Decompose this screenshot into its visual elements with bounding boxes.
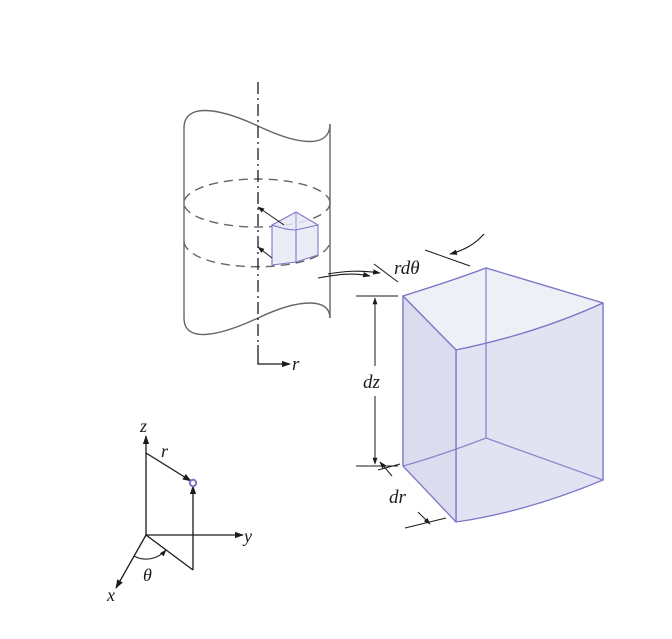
point-marker	[188, 478, 198, 488]
cylinder-bottom-edge	[183, 302, 331, 336]
theta-label: θ	[143, 565, 152, 585]
cylinder-top-edge	[183, 109, 331, 143]
small-element	[271, 211, 319, 266]
r-direction-arrow	[257, 345, 291, 368]
theta-arc	[133, 549, 167, 560]
axis-y-label: y	[242, 526, 252, 546]
axis-z-label: z	[139, 416, 147, 436]
r-vector	[145, 452, 192, 482]
radial-line-lower	[257, 246, 273, 259]
element-left-face	[402, 295, 457, 523]
large-element	[402, 267, 604, 523]
rdtheta-label: rdθ	[394, 258, 420, 279]
cylinder-mid-slice	[183, 178, 331, 228]
cylinder	[183, 109, 331, 336]
dr-label: dr	[389, 487, 407, 508]
rdtheta-dimension	[327, 233, 485, 283]
coordinate-axes	[115, 435, 244, 589]
dz-label: dz	[363, 372, 381, 393]
leader-arrow	[317, 272, 371, 279]
x-axis	[115, 534, 147, 589]
axis-x-label: x	[106, 585, 115, 605]
cylinder-lower-slice	[183, 241, 331, 268]
radial-line-upper	[257, 206, 285, 226]
r-projection	[145, 534, 194, 571]
axis-r-label: r	[161, 441, 169, 461]
dr-dimension	[377, 461, 447, 529]
cylinder-r-label: r	[292, 354, 300, 375]
